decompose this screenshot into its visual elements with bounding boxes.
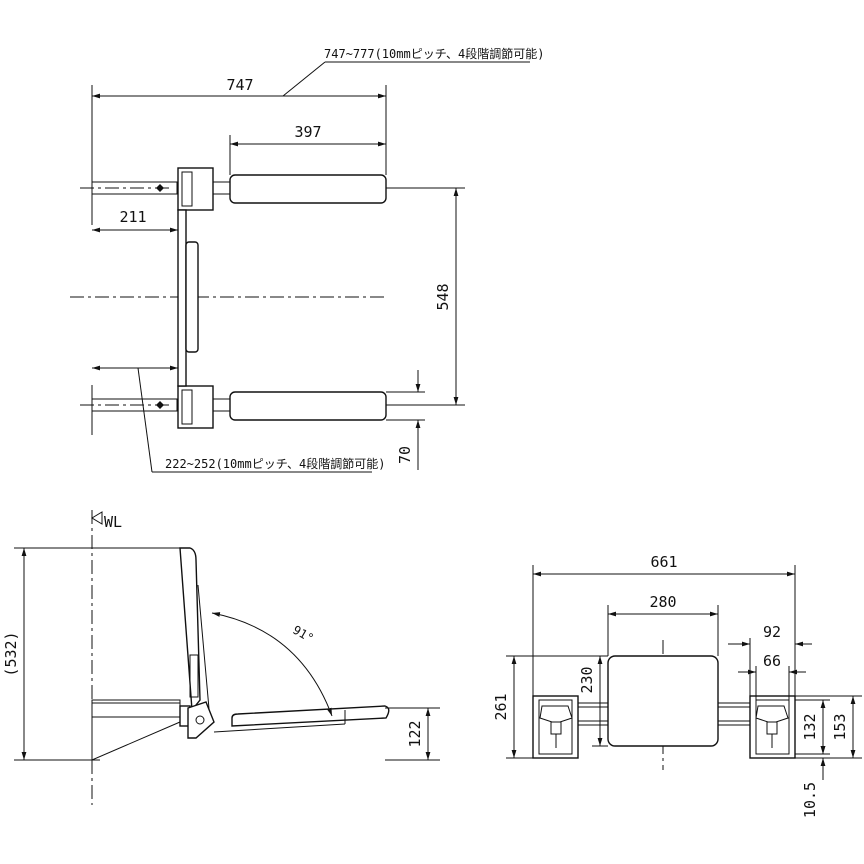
- dim-seat-front-height: 230: [578, 666, 596, 693]
- upper-arm-assembly: [91, 167, 387, 211]
- dim-front-height: 261: [492, 693, 510, 720]
- dim-armrest-length: 397: [294, 123, 321, 141]
- lower-arm-assembly: [91, 385, 387, 429]
- seat-side: [231, 705, 390, 727]
- dim-seat-width: 280: [649, 593, 676, 611]
- dim-overall-width: 747: [226, 76, 253, 94]
- side-view: WL 91° (532) 122: [2, 510, 440, 805]
- dim-bracket-inner: 66: [763, 652, 781, 670]
- front-view: 661 280 92 66 261 230 153: [492, 553, 862, 818]
- dim-bracket-height: 153: [831, 713, 849, 740]
- note-depth-range: 222~252(10mmピッチ、4段階調節可能): [165, 456, 385, 471]
- dim-depth: 548: [434, 283, 452, 310]
- left-bracket: [532, 695, 579, 759]
- dim-front-width: 661: [650, 553, 677, 571]
- dim-bracket-center: 132: [801, 713, 819, 740]
- right-bracket: [749, 695, 796, 759]
- dim-arm-offset: 211: [119, 208, 146, 226]
- dim-bottom-gap: 70: [396, 446, 414, 464]
- backrest: [179, 547, 201, 712]
- angle-label: 91°: [290, 623, 316, 646]
- note-adjust-range: 747~777(10mmピッチ、4段階調節可能): [324, 46, 544, 61]
- seat-panel-top: [177, 209, 187, 387]
- dim-bracket-outer: 92: [763, 623, 781, 641]
- top-view: 747 747~777(10mmピッチ、4段階調節可能) 397 211 548…: [70, 46, 544, 473]
- dim-total-height: (532): [2, 631, 20, 676]
- wall-label: WL: [104, 513, 122, 531]
- dim-base-offset: 10.5: [801, 782, 819, 818]
- seat-front: [607, 655, 719, 747]
- dim-seat-height: 122: [406, 720, 424, 747]
